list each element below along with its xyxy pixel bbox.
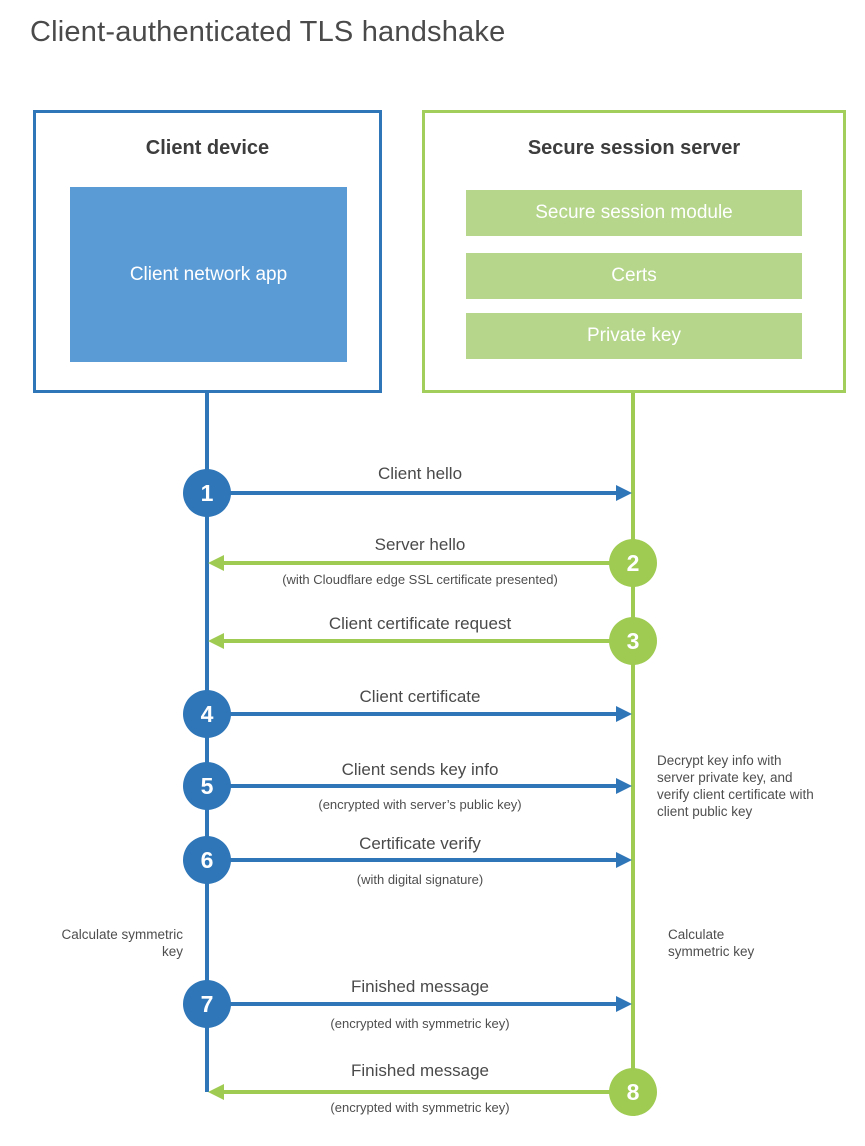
step-6-arrow-right-icon bbox=[209, 852, 632, 868]
step-8-label: Finished message bbox=[351, 1061, 489, 1080]
server-module-bar: Secure session module bbox=[466, 190, 802, 236]
client-device-box: Client device Client network app bbox=[33, 110, 382, 393]
step-4-arrow-right-icon bbox=[209, 706, 632, 722]
client-network-app-label: Client network app bbox=[129, 263, 288, 285]
step-5-label: Client sends key info bbox=[341, 760, 499, 779]
step-2-label: Server hello bbox=[374, 535, 466, 554]
server-certs-bar: Certs bbox=[466, 253, 802, 299]
step-7-sublabel: (encrypted with symmetric key) bbox=[330, 1016, 510, 1031]
step-8-sublabel: (encrypted with symmetric key) bbox=[330, 1100, 510, 1115]
calculate-symmetric-key-note-server: Calculate symmetric key bbox=[668, 927, 755, 959]
decrypt-key-note: Decrypt key info with server private key… bbox=[657, 753, 814, 819]
page-title: Client-authenticated TLS handshake bbox=[30, 16, 506, 48]
server-lifeline bbox=[631, 393, 635, 1092]
step-8-arrow-left-icon bbox=[208, 1084, 633, 1100]
step-7-marker: 7 bbox=[183, 980, 231, 1028]
step-5-arrow-right-icon bbox=[209, 778, 632, 794]
step-3-arrow-left-icon bbox=[208, 633, 633, 649]
step-4-marker: 4 bbox=[183, 690, 231, 738]
step-1-label: Client hello bbox=[377, 464, 463, 483]
step-4-label: Client certificate bbox=[359, 687, 481, 706]
step-6-sublabel: (with digital signature) bbox=[356, 872, 484, 887]
step-8-marker: 8 bbox=[609, 1068, 657, 1116]
step-3-label: Client certificate request bbox=[328, 614, 512, 633]
step-2-arrow-left-icon bbox=[208, 555, 633, 571]
client-device-heading: Client device bbox=[145, 137, 270, 159]
step-3-marker: 3 bbox=[609, 617, 657, 665]
step-1-arrow-right-icon bbox=[209, 485, 632, 501]
calculate-symmetric-key-note-client: Calculate symmetric key bbox=[61, 927, 183, 959]
step-1-marker: 1 bbox=[183, 469, 231, 517]
step-7-label: Finished message bbox=[351, 977, 489, 996]
step-6-label: Certificate verify bbox=[359, 834, 481, 853]
step-2-marker: 2 bbox=[609, 539, 657, 587]
secure-session-server-heading: Secure session server bbox=[527, 137, 741, 159]
client-network-app-box: Client network app bbox=[70, 187, 347, 362]
step-5-sublabel: (encrypted with server’s public key) bbox=[318, 797, 522, 812]
step-5-marker: 5 bbox=[183, 762, 231, 810]
step-6-marker: 6 bbox=[183, 836, 231, 884]
step-7-arrow-right-icon bbox=[209, 996, 632, 1012]
server-private-key-bar: Private key bbox=[466, 313, 802, 359]
client-lifeline bbox=[205, 393, 209, 1092]
step-2-sublabel: (with Cloudflare edge SSL certificate pr… bbox=[282, 572, 558, 587]
secure-session-server-box: Secure session server Secure session mod… bbox=[422, 110, 846, 393]
